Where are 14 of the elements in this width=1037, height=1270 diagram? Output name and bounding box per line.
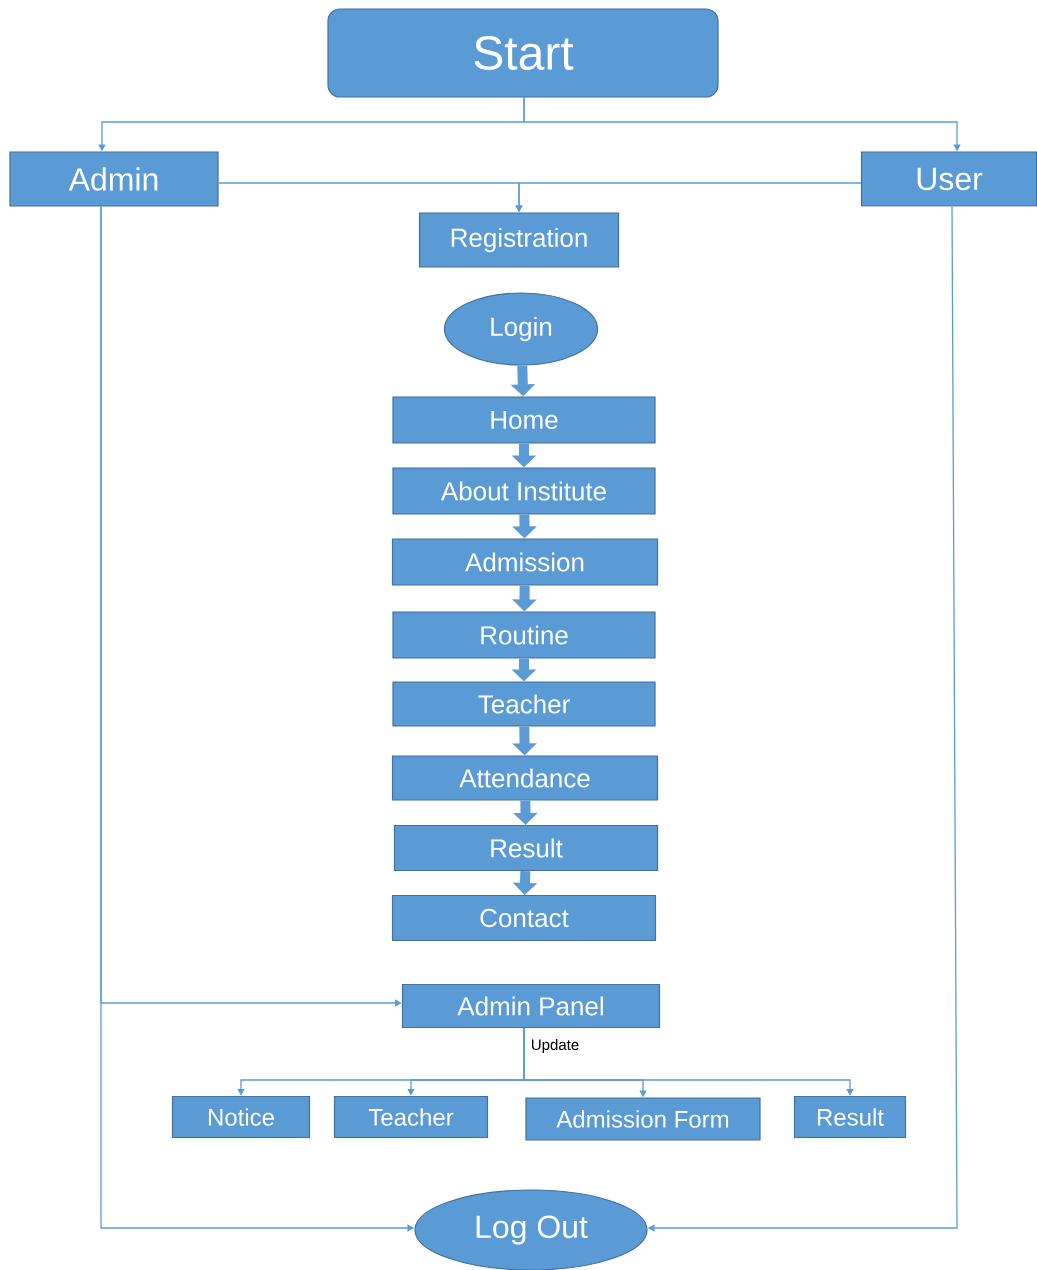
process-box: Result	[393, 824, 659, 872]
process-box: Teacher	[333, 1095, 489, 1139]
arrow	[523, 1027, 854, 1096]
edge-label: Update	[529, 1038, 581, 1054]
process-box: Admission	[391, 538, 659, 586]
process-box: Routine	[392, 611, 656, 659]
process-box: User	[860, 151, 1037, 207]
process-box: Admission Form	[525, 1097, 761, 1141]
process-box: Admin	[9, 151, 219, 207]
process-box: Admin Panel	[401, 983, 661, 1029]
process-box: Result	[793, 1095, 907, 1139]
process-box: Notice	[171, 1095, 311, 1139]
process-box: Registration	[418, 212, 620, 268]
start-box: Start	[327, 8, 719, 98]
